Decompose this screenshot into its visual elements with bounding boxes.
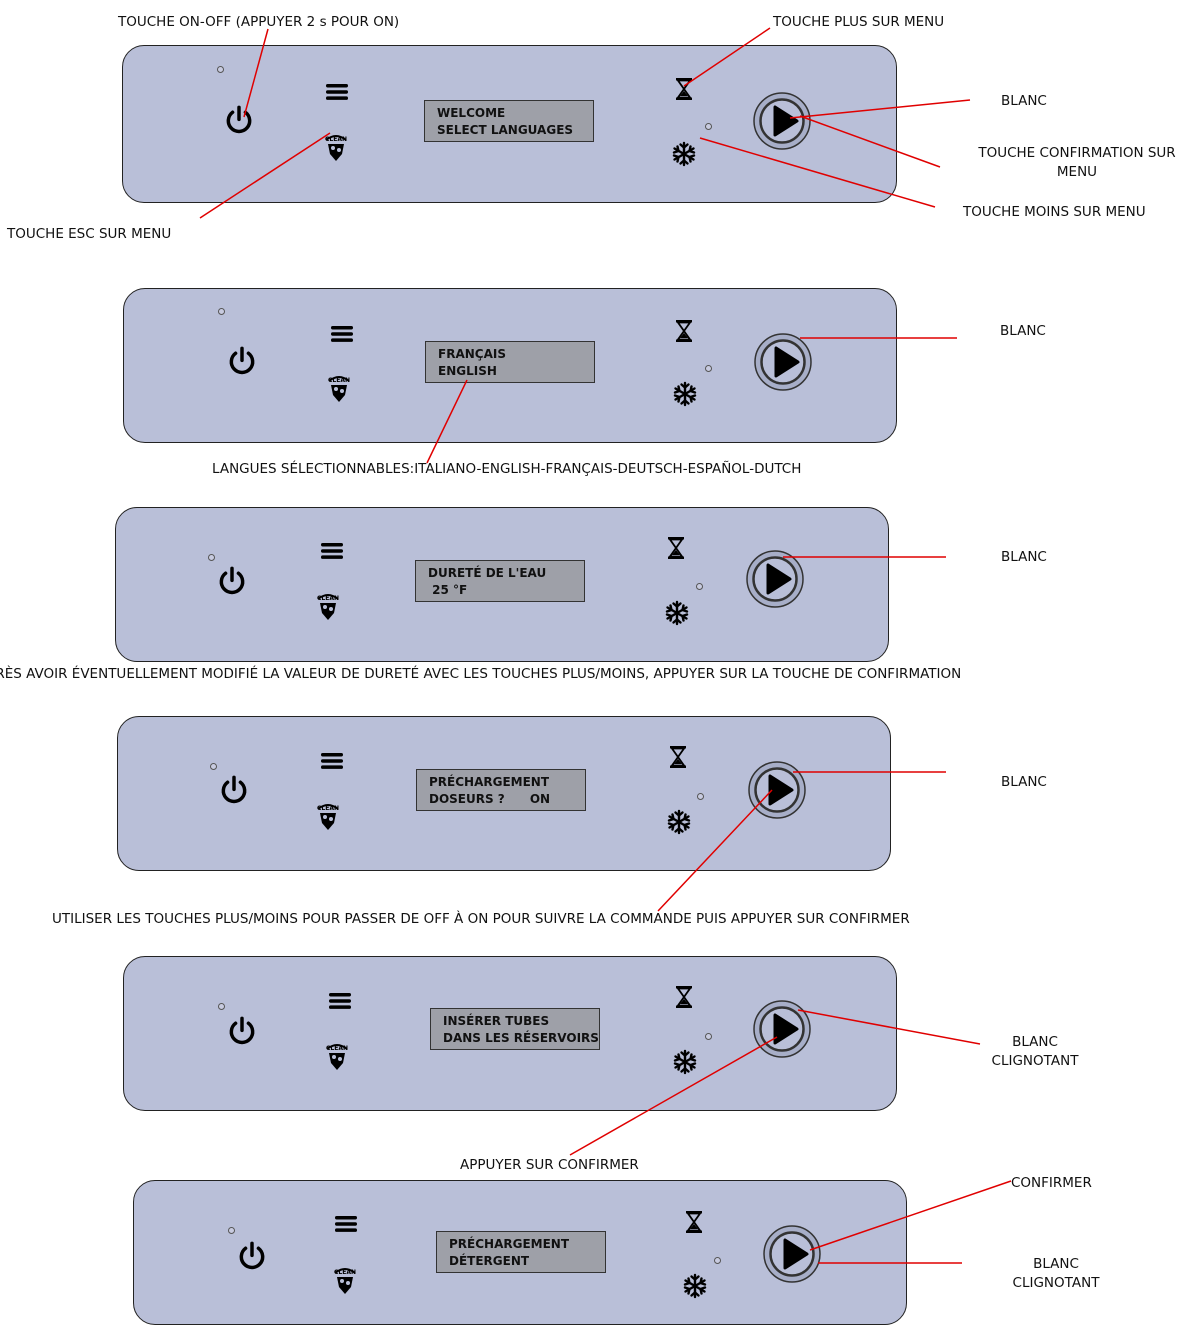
status-led bbox=[697, 793, 704, 800]
power-icon[interactable] bbox=[218, 774, 250, 806]
control-panel-3: DURETÉ DE L'EAU 25 °F bbox=[115, 507, 889, 662]
control-panel-1: WELCOME SELECT LANGUAGES bbox=[122, 45, 897, 203]
clean-icon[interactable] bbox=[332, 1265, 358, 1295]
power-icon[interactable] bbox=[226, 1015, 258, 1047]
blanc-clignotant-line-1: BLANC bbox=[1033, 1256, 1079, 1272]
minus-label: TOUCHE MOINS SUR MENU bbox=[963, 204, 1146, 220]
confirm-label-line-1: TOUCHE CONFIRMATION SUR bbox=[978, 145, 1176, 161]
snowflake-icon[interactable] bbox=[672, 1049, 698, 1075]
blanc-clignotant-label: BLANC CLIGNOTANT bbox=[975, 1033, 1095, 1071]
lcd-line-2: SELECT LANGUAGES bbox=[437, 123, 574, 137]
status-led bbox=[705, 123, 712, 130]
blanc-clignotant-line-2: CLIGNOTANT bbox=[991, 1053, 1079, 1069]
power-led bbox=[228, 1227, 235, 1234]
power-led bbox=[218, 1003, 225, 1010]
snowflake-icon[interactable] bbox=[666, 809, 692, 835]
blanc-label: BLANC bbox=[1001, 774, 1047, 790]
snowflake-icon[interactable] bbox=[672, 381, 698, 407]
play-icon[interactable] bbox=[752, 91, 812, 151]
confirm-label-line-2: MENU bbox=[1056, 164, 1098, 180]
clean-icon[interactable] bbox=[315, 801, 341, 831]
menu-icon[interactable] bbox=[320, 542, 344, 560]
lcd-line-2: DÉTERGENT bbox=[449, 1254, 530, 1268]
lcd-line-2: DOSEURS ? ON bbox=[429, 792, 551, 806]
utiliser-note: UTILISER LES TOUCHES PLUS/MOINS POUR PAS… bbox=[52, 911, 910, 927]
hourglass-icon[interactable] bbox=[669, 745, 687, 769]
lcd-display: PRÉCHARGEMENT DOSEURS ? ON bbox=[416, 769, 586, 811]
hourglass-icon[interactable] bbox=[675, 985, 693, 1009]
lcd-line-2: DANS LES RÉSERVOIRS bbox=[443, 1031, 599, 1045]
menu-icon[interactable] bbox=[334, 1215, 358, 1233]
lcd-line-1: PRÉCHARGEMENT bbox=[429, 775, 550, 789]
power-icon[interactable] bbox=[216, 565, 248, 597]
lcd-line-1: WELCOME bbox=[437, 106, 506, 120]
hourglass-icon[interactable] bbox=[675, 319, 693, 343]
lcd-display: DURETÉ DE L'EAU 25 °F bbox=[415, 560, 585, 602]
play-icon[interactable] bbox=[747, 760, 807, 820]
lcd-line-1: FRANÇAIS bbox=[438, 347, 506, 361]
lcd-line-1: DURETÉ DE L'EAU bbox=[428, 566, 547, 580]
power-led bbox=[218, 308, 225, 315]
menu-icon[interactable] bbox=[325, 83, 349, 101]
blanc-label: BLANC bbox=[1001, 93, 1047, 109]
confirm-label: TOUCHE CONFIRMATION SUR MENU bbox=[952, 144, 1199, 182]
power-icon[interactable] bbox=[223, 104, 255, 136]
plus-label: TOUCHE PLUS SUR MENU bbox=[773, 14, 945, 30]
appuyer-note: APPUYER SUR CONFIRMER bbox=[460, 1157, 639, 1173]
play-icon[interactable] bbox=[753, 332, 813, 392]
control-panel-4: PRÉCHARGEMENT DOSEURS ? ON bbox=[117, 716, 891, 871]
hourglass-icon[interactable] bbox=[675, 77, 693, 101]
lcd-display: FRANÇAIS ENGLISH bbox=[425, 341, 595, 383]
power-led bbox=[208, 554, 215, 561]
blanc-clignotant-line-2: CLIGNOTANT bbox=[1012, 1275, 1100, 1291]
hourglass-icon[interactable] bbox=[685, 1210, 703, 1234]
menu-icon[interactable] bbox=[330, 325, 354, 343]
blanc-label: BLANC bbox=[1001, 549, 1047, 565]
clean-icon[interactable] bbox=[326, 373, 352, 403]
play-icon[interactable] bbox=[762, 1224, 822, 1284]
blanc-label: BLANC bbox=[1000, 323, 1046, 339]
status-led bbox=[705, 1033, 712, 1040]
durete-note: APRÈS AVOIR ÉVENTUELLEMENT MODIFIÉ LA VA… bbox=[0, 666, 962, 682]
snowflake-icon[interactable] bbox=[671, 141, 697, 167]
power-icon[interactable] bbox=[236, 1240, 268, 1272]
power-led bbox=[210, 763, 217, 770]
clean-icon[interactable] bbox=[324, 1041, 350, 1071]
langues-note: LANGUES SÉLECTIONNABLES:ITALIANO-ENGLISH… bbox=[212, 461, 802, 477]
lcd-line-2: ENGLISH bbox=[438, 364, 497, 378]
lcd-line-2: 25 °F bbox=[428, 583, 468, 597]
snowflake-icon[interactable] bbox=[664, 600, 690, 626]
menu-icon[interactable] bbox=[328, 992, 352, 1010]
blanc-clignotant-line-1: BLANC bbox=[1012, 1034, 1058, 1050]
control-panel-2: FRANÇAIS ENGLISH bbox=[123, 288, 897, 443]
clean-icon[interactable] bbox=[315, 591, 341, 621]
status-led bbox=[714, 1257, 721, 1264]
control-panel-6: PRÉCHARGEMENT DÉTERGENT bbox=[133, 1180, 907, 1325]
on-off-label: TOUCHE ON-OFF (APPUYER 2 s POUR ON) bbox=[118, 14, 400, 30]
status-led bbox=[696, 583, 703, 590]
lcd-display: WELCOME SELECT LANGUAGES bbox=[424, 100, 594, 142]
lcd-display: PRÉCHARGEMENT DÉTERGENT bbox=[436, 1231, 606, 1273]
lcd-display: INSÉRER TUBES DANS LES RÉSERVOIRS bbox=[430, 1008, 600, 1050]
hourglass-icon[interactable] bbox=[667, 536, 685, 560]
snowflake-icon[interactable] bbox=[682, 1273, 708, 1299]
lcd-line-1: PRÉCHARGEMENT bbox=[449, 1237, 570, 1251]
power-icon[interactable] bbox=[226, 345, 258, 377]
play-icon[interactable] bbox=[745, 549, 805, 609]
play-icon[interactable] bbox=[752, 999, 812, 1059]
menu-icon[interactable] bbox=[320, 752, 344, 770]
power-led bbox=[217, 66, 224, 73]
status-led bbox=[705, 365, 712, 372]
esc-label: TOUCHE ESC SUR MENU bbox=[7, 226, 172, 242]
confirmer-label: CONFIRMER bbox=[1011, 1175, 1092, 1191]
clean-icon[interactable] bbox=[323, 132, 349, 162]
blanc-clignotant-label: BLANC CLIGNOTANT bbox=[996, 1255, 1116, 1293]
lcd-line-1: INSÉRER TUBES bbox=[443, 1014, 550, 1028]
control-panel-5: INSÉRER TUBES DANS LES RÉSERVOIRS bbox=[123, 956, 897, 1111]
